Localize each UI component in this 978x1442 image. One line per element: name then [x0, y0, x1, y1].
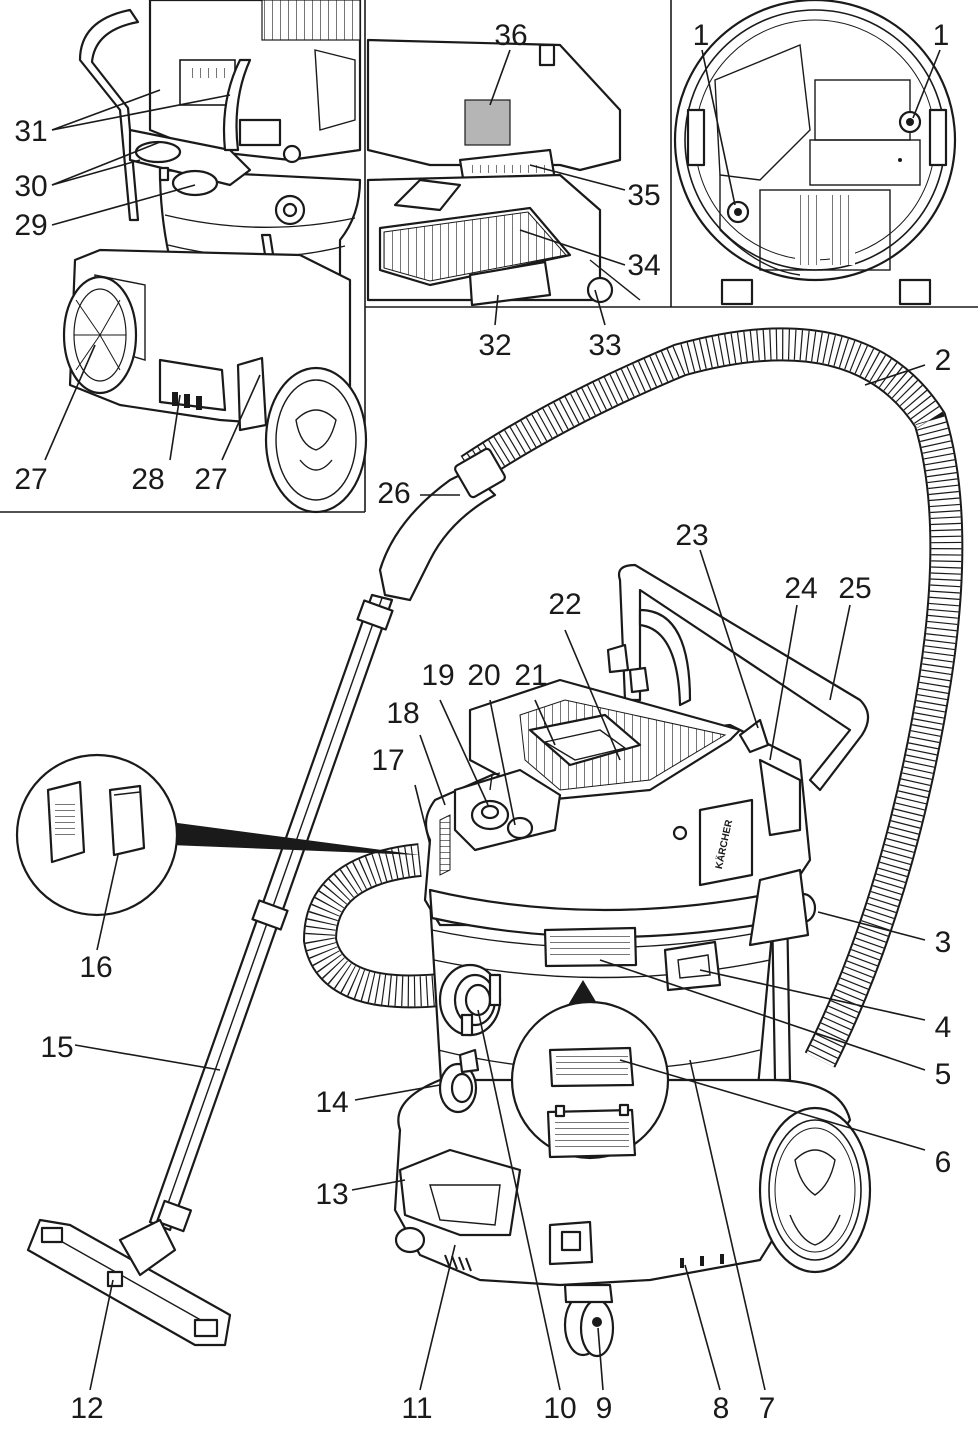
label-2: 2 [935, 344, 952, 377]
label-35: 35 [627, 179, 660, 212]
chassis [393, 1078, 852, 1287]
label-24: 24 [784, 572, 817, 605]
label-5: 5 [935, 1058, 952, 1091]
label-33: 33 [588, 329, 621, 362]
label-18: 18 [386, 697, 419, 730]
label-7: 7 [759, 1392, 776, 1425]
suction-hose [302, 327, 964, 1068]
label-29: 29 [14, 209, 47, 242]
caster-wheel [394, 1226, 615, 1358]
label-27-left: 27 [14, 463, 47, 496]
label-30: 30 [14, 170, 47, 203]
label-3: 3 [935, 926, 952, 959]
inset-rear-view [62, 0, 368, 514]
label-21: 21 [514, 659, 547, 692]
suction-tube [148, 593, 394, 1233]
label-15: 15 [40, 1031, 73, 1064]
label-9: 9 [596, 1392, 613, 1425]
rear-wheel [758, 1106, 872, 1274]
label-25: 25 [838, 572, 871, 605]
leader-lines [44, 49, 941, 1391]
label-13: 13 [315, 1178, 348, 1211]
label-26: 26 [377, 477, 410, 510]
label-17: 17 [371, 744, 404, 777]
label-12: 12 [70, 1392, 103, 1425]
floor-nozzle [26, 1218, 232, 1347]
inset-filter-view [366, 38, 641, 307]
zoom-detail-16 [15, 753, 420, 917]
label-8: 8 [713, 1392, 730, 1425]
label-10: 10 [543, 1392, 576, 1425]
label-31: 31 [14, 115, 47, 148]
label-16: 16 [79, 951, 112, 984]
label-22: 22 [548, 588, 581, 621]
label-6: 6 [935, 1146, 952, 1179]
suction-connector [438, 963, 502, 1037]
label-28: 28 [131, 463, 164, 496]
label-1-left: 1 [693, 19, 710, 52]
callout-labels: 1 1 2 3 4 5 6 7 8 9 10 11 12 13 14 15 16… [14, 19, 951, 1425]
label-36: 36 [494, 19, 527, 52]
label-34: 34 [627, 249, 660, 282]
inset-bottom-view [673, 0, 957, 306]
drain-plug [438, 1048, 480, 1114]
label-27-right: 27 [194, 463, 227, 496]
label-32: 32 [478, 329, 511, 362]
zoom-detail-6 [510, 980, 670, 1160]
hose-handle [378, 447, 506, 602]
label-23: 23 [675, 519, 708, 552]
label-19: 19 [421, 659, 454, 692]
label-area-36 [464, 99, 511, 146]
label-4: 4 [935, 1011, 952, 1044]
label-14: 14 [315, 1086, 348, 1119]
label-11: 11 [401, 1392, 432, 1425]
label-1-right: 1 [933, 19, 950, 52]
label-20: 20 [467, 659, 500, 692]
